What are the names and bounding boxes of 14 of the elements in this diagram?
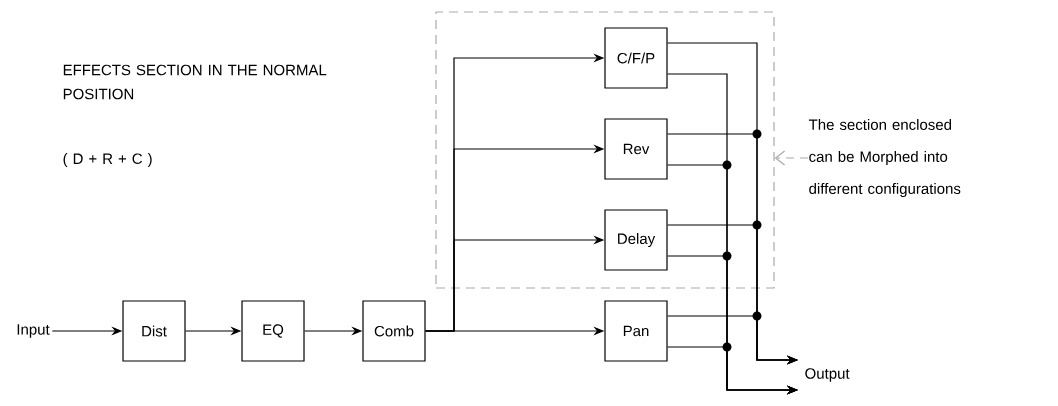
heading-text: ( D + R + C ) — [63, 153, 152, 167]
annotation-text: The section enclosed can be Morphed into different configurations — [808, 119, 961, 197]
process-box: EQ — [241, 300, 305, 362]
process-box: Comb — [362, 300, 426, 362]
process-box: Dist — [122, 300, 186, 362]
heading-text: EFFECTS SECTION IN THE NORMAL POSITION — [63, 64, 327, 100]
process-box: Delay — [604, 209, 668, 271]
process-box: Pan — [604, 300, 668, 362]
process-box: Rev — [604, 118, 668, 180]
dashed-enclosure — [435, 11, 775, 289]
arrow — [774, 150, 809, 166]
text-label: Input — [17, 324, 50, 338]
process-box: C/F/P — [604, 27, 668, 89]
text-label: Output — [805, 368, 850, 382]
